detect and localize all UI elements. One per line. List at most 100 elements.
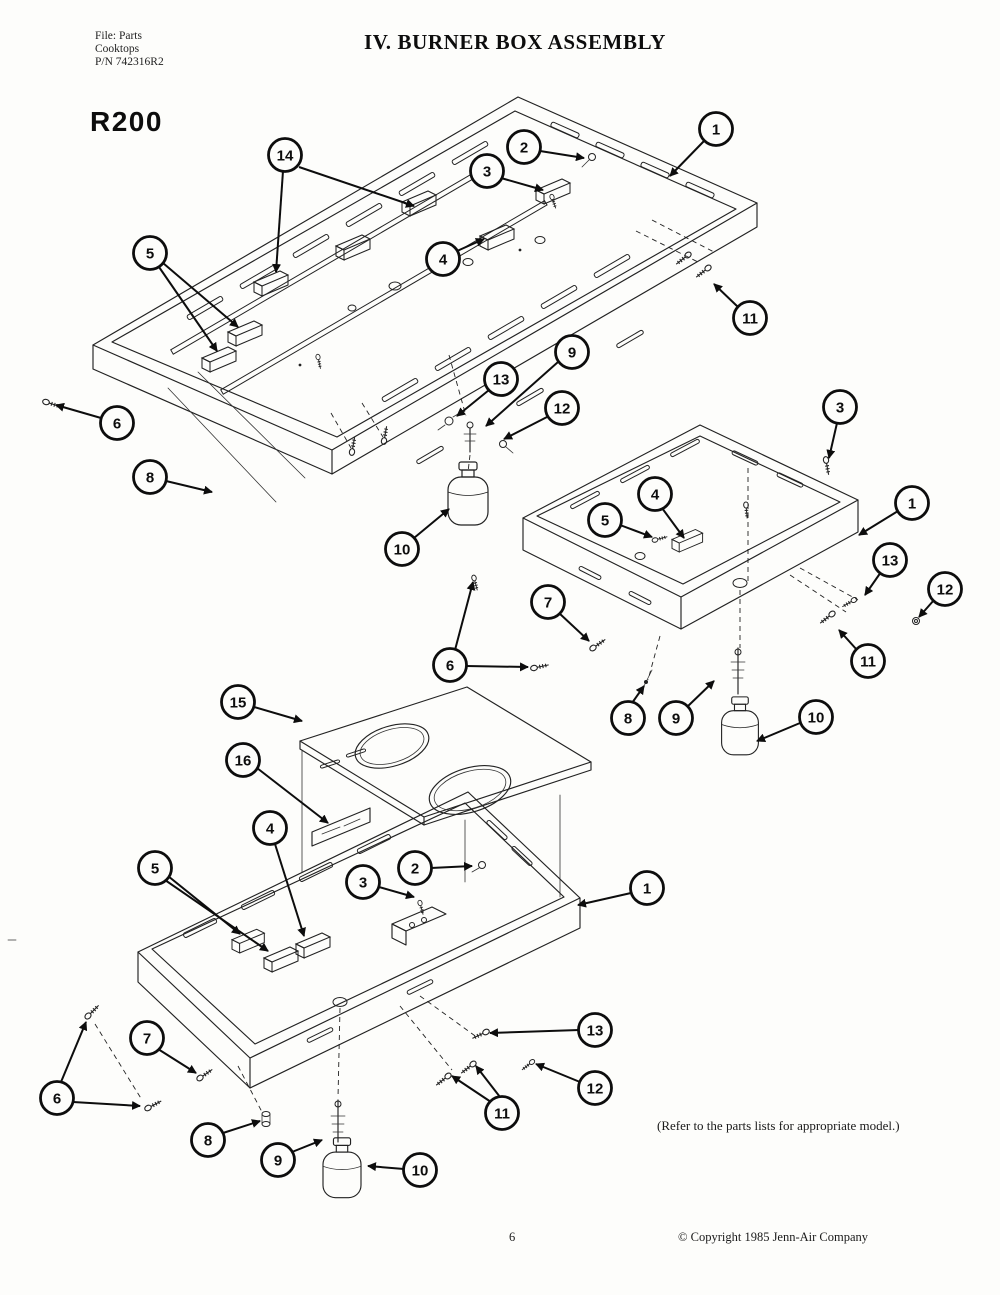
ignitor-electrode bbox=[437, 410, 477, 453]
callout-part-8: 8 bbox=[610, 700, 646, 736]
arrow bbox=[475, 1065, 501, 1098]
callout-part-15: 15 bbox=[220, 684, 256, 720]
callout-part-7: 7 bbox=[530, 584, 566, 620]
jar-part bbox=[447, 461, 489, 526]
callout-part-14: 14 bbox=[267, 137, 303, 173]
arrow bbox=[669, 140, 705, 177]
callout-number: 5 bbox=[146, 246, 154, 263]
callout-number: 10 bbox=[412, 1163, 429, 1180]
arrow bbox=[619, 524, 653, 539]
callout-part-9: 9 bbox=[554, 334, 590, 370]
arrow bbox=[456, 389, 490, 417]
callout-number: 5 bbox=[151, 861, 159, 878]
callout-number: 8 bbox=[624, 711, 632, 728]
callout-circle bbox=[132, 235, 168, 271]
center-bracket bbox=[391, 906, 447, 946]
callout-number: 12 bbox=[587, 1081, 604, 1098]
callout-part-4: 4 bbox=[637, 476, 673, 512]
callout-part-8: 8 bbox=[132, 459, 168, 495]
callout-circle bbox=[544, 390, 580, 426]
bottom-burner-box-drawing bbox=[7, 686, 592, 1199]
arrow bbox=[838, 629, 858, 651]
copyright-line: © Copyright 1985 Jenn-Air Company bbox=[678, 1230, 869, 1244]
callout-part-4: 4 bbox=[252, 810, 288, 846]
callout-number: 9 bbox=[672, 711, 680, 728]
callout-circle bbox=[554, 334, 590, 370]
callout-circle bbox=[798, 699, 834, 735]
callout-circle bbox=[872, 542, 908, 578]
jar-part bbox=[721, 696, 759, 756]
callout-number: 14 bbox=[277, 148, 294, 165]
arrow bbox=[539, 150, 585, 162]
callout-circle bbox=[220, 684, 256, 720]
arrow bbox=[158, 266, 218, 352]
callout-number: 4 bbox=[266, 821, 275, 838]
arrow bbox=[858, 510, 899, 536]
callout-circle bbox=[129, 1020, 165, 1056]
callout-circle bbox=[432, 647, 468, 683]
callout-circle bbox=[190, 1122, 226, 1158]
arrow bbox=[558, 612, 590, 642]
callout-number: 7 bbox=[544, 595, 552, 612]
callout-part-5: 5 bbox=[587, 502, 623, 538]
file-info: File: Parts Cooktops P/N 742316R2 bbox=[95, 30, 164, 69]
callout-circle bbox=[610, 700, 646, 736]
callout-part-10: 10 bbox=[798, 699, 834, 735]
callout-circle bbox=[397, 850, 433, 886]
callout-number: 7 bbox=[143, 1031, 151, 1048]
model-label: R200 bbox=[90, 106, 163, 137]
callout-number: 10 bbox=[808, 710, 825, 727]
screw bbox=[742, 501, 751, 520]
callout-part-5: 5 bbox=[132, 235, 168, 271]
callout-number: 4 bbox=[651, 487, 660, 504]
file-info-line: Cooktops bbox=[95, 43, 140, 55]
callout-part-13: 13 bbox=[483, 361, 519, 397]
callout-number: 3 bbox=[483, 164, 491, 181]
callout-number: 2 bbox=[520, 140, 528, 157]
callout-part-16: 16 bbox=[225, 742, 261, 778]
grommet bbox=[912, 617, 920, 625]
screw bbox=[822, 455, 832, 476]
arrow bbox=[367, 1162, 405, 1172]
callout-number: 8 bbox=[204, 1133, 212, 1150]
callout-part-4: 4 bbox=[425, 241, 461, 277]
callout-part-13: 13 bbox=[872, 542, 908, 578]
callout-number: 11 bbox=[860, 654, 876, 671]
callout-number: 6 bbox=[113, 416, 121, 433]
floor-holes bbox=[298, 236, 546, 367]
callout-number: 3 bbox=[359, 875, 367, 892]
callout-circle bbox=[260, 1142, 296, 1178]
callout-circle bbox=[267, 137, 303, 173]
callout-part-6: 6 bbox=[432, 647, 468, 683]
callout-number: 13 bbox=[587, 1023, 604, 1040]
arrow bbox=[756, 722, 801, 743]
callout-number: 9 bbox=[274, 1153, 282, 1170]
callout-part-10: 10 bbox=[384, 531, 420, 567]
arrow bbox=[503, 416, 548, 440]
page-number: 6 bbox=[509, 1230, 516, 1244]
callout-circle bbox=[637, 476, 673, 512]
cooktop-panel bbox=[299, 686, 592, 826]
callout-part-2: 2 bbox=[397, 850, 433, 886]
vent-slots bbox=[570, 438, 804, 606]
callout-part-6: 6 bbox=[39, 1080, 75, 1116]
arrow bbox=[826, 422, 838, 459]
callout-circle bbox=[658, 700, 694, 736]
callout-circle bbox=[629, 870, 665, 906]
file-info-line: File: Parts bbox=[95, 30, 142, 42]
callout-number: 11 bbox=[742, 311, 758, 328]
arrow bbox=[165, 480, 213, 495]
callout-circle bbox=[402, 1152, 438, 1188]
callout-circle bbox=[577, 1070, 613, 1106]
middle-burner-box-drawing bbox=[470, 424, 920, 756]
callout-circle bbox=[822, 389, 858, 425]
burner-bracket bbox=[671, 529, 704, 553]
arrow bbox=[918, 599, 935, 618]
retainer-clip bbox=[581, 153, 596, 168]
burner-brackets bbox=[201, 178, 571, 373]
callout-number: 9 bbox=[568, 345, 576, 362]
side-wall-piece bbox=[311, 807, 371, 847]
arrow bbox=[535, 1062, 581, 1083]
callout-circle bbox=[732, 300, 768, 336]
